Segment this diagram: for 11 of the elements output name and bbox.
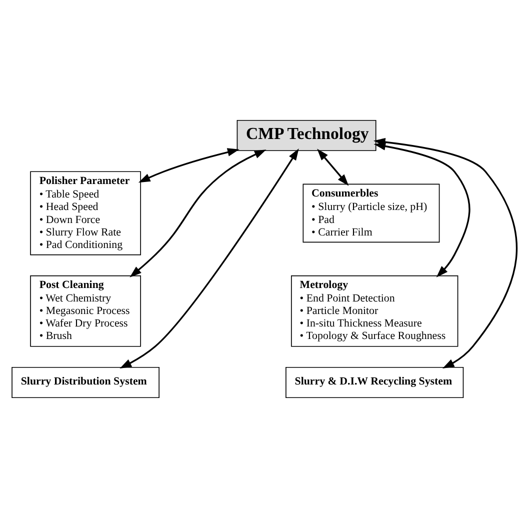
arrow bbox=[120, 148, 299, 368]
arrow bbox=[130, 150, 266, 278]
node-box: Metrology • End Point Detection • Particle Monitor • In-situ Thickness Measure • Topology & Surface Roughness bbox=[291, 275, 458, 347]
arrow bbox=[138, 148, 240, 183]
arrow bbox=[317, 148, 349, 186]
node-box: Post Cleaning • Wet Chemistry • Megasonic Process • Wafer Dry Process • Brush bbox=[30, 275, 141, 347]
node-box: CMP Technology bbox=[236, 120, 376, 152]
node-box: Polisher Parameter • Table Speed • Head Speed • Down Force • Slurry Flow Rate • Pad Conditioning bbox=[30, 171, 141, 256]
node-box: Slurry Distribution System bbox=[12, 366, 160, 398]
node-box: Consumerbles • Slurry (Particle size, pH) • Pad • Carrier Film bbox=[302, 184, 440, 243]
node-box: Slurry & D.I.W Recycling System bbox=[286, 366, 464, 398]
